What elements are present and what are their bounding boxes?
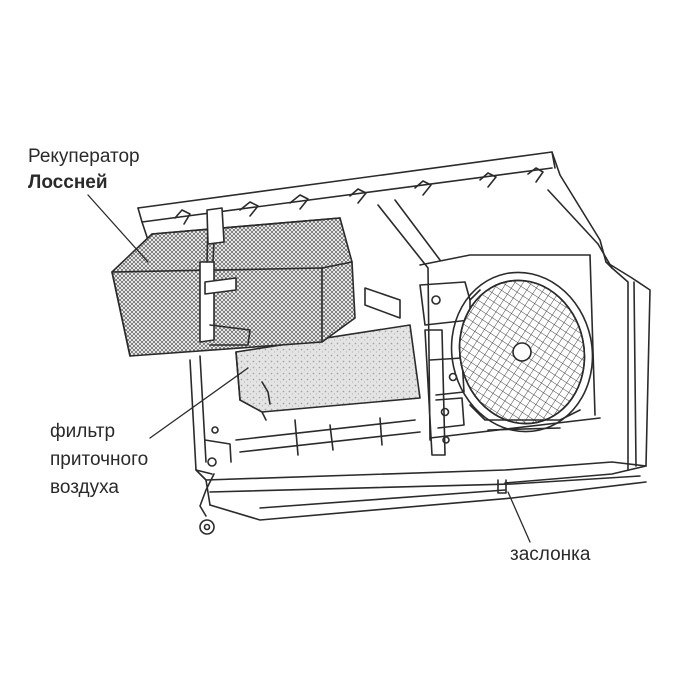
label-recuperator: Рекуператор — [28, 146, 140, 167]
housing-right-side — [504, 243, 651, 484]
label-lossnay: Лоссней — [28, 172, 108, 193]
interior-partition — [235, 199, 601, 456]
leader-line-filter — [149, 367, 249, 439]
housing-base — [205, 461, 647, 521]
label-filter-line3: воздуха — [50, 477, 119, 498]
label-damper: заслонка — [510, 544, 591, 565]
housing-left-wall — [189, 355, 232, 481]
leader-line-recuperator — [87, 194, 149, 263]
pull-cord — [199, 473, 215, 535]
supply-air-filter — [235, 324, 421, 421]
label-filter-line2: приточного — [50, 449, 149, 470]
label-filter-line1: фильтр — [50, 421, 116, 442]
fan — [450, 271, 594, 433]
lossnay-heat-exchanger — [111, 207, 356, 357]
leader-lines — [87, 194, 531, 543]
leader-line-damper — [507, 491, 531, 543]
